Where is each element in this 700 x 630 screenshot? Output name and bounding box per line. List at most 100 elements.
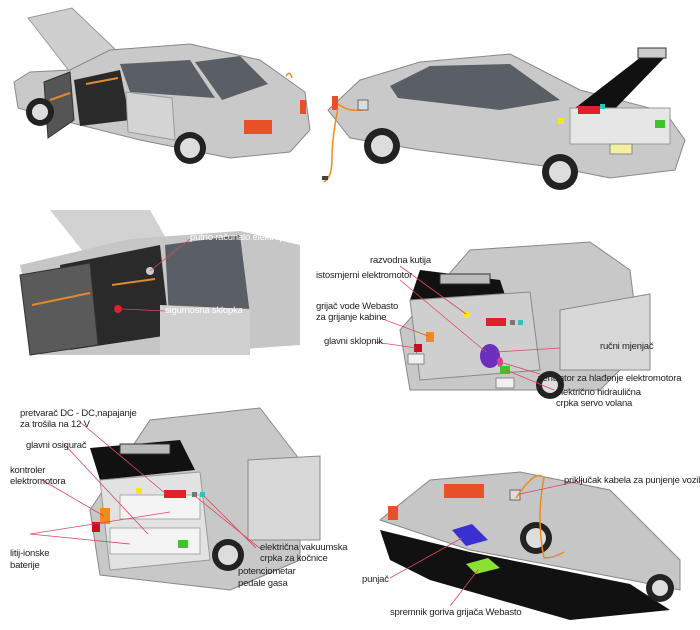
underbody-illustration	[378, 471, 681, 620]
headlight	[407, 353, 425, 365]
label-hydraulic-pump-2: crpka servo volana	[556, 398, 633, 409]
charger	[452, 524, 488, 546]
rear-compartment-illustration	[29, 407, 321, 591]
charging-port	[357, 99, 369, 111]
leader-line	[505, 369, 555, 391]
underbody	[380, 530, 670, 620]
label-webasto-fuel-tank: spremnik goriva grijača Webasto	[390, 607, 522, 618]
hood-grille	[439, 273, 491, 285]
leader-line	[449, 569, 479, 607]
webasto-fuel-tank	[466, 558, 500, 574]
rear-window	[195, 56, 268, 100]
panel-overview-charging	[320, 0, 700, 200]
label-lithium-batteries-2: baterije	[10, 560, 40, 571]
engine-bay	[409, 291, 541, 381]
dcdc-converter	[578, 106, 600, 114]
label-manual-gearbox: ručni mjenjač	[600, 341, 654, 352]
raised-hood	[570, 50, 666, 114]
cabin-interior	[74, 70, 130, 126]
label-motor-controller: kontroler	[10, 465, 46, 476]
label-throttle-potentiometer: potenciometar	[238, 566, 296, 577]
label-dcdc-converter-2: za trošila na 12 V	[20, 419, 90, 430]
panel-underbody: priključak kabela za punjenje vozila pun…	[362, 460, 700, 630]
tail-light	[332, 96, 338, 110]
label-dcdc-converter: pretvarač DC - DC,napajanje	[20, 408, 137, 419]
hydraulic-pump	[500, 366, 510, 374]
charging-plug	[322, 176, 328, 180]
leader-line	[41, 479, 105, 517]
label-main-fuse: glavni osigurač	[26, 440, 87, 451]
leader-line	[79, 421, 167, 495]
lithium-battery-upper	[119, 494, 201, 520]
leader-line	[121, 308, 166, 312]
main-contactor	[414, 344, 422, 352]
panel-interior-detail: putno računalo elektropogona sigurnosna …	[0, 205, 310, 370]
hood-grille	[119, 443, 171, 455]
door-panel	[160, 305, 250, 355]
battery-compartment	[99, 471, 211, 571]
leader-line	[203, 495, 257, 549]
dc-motor	[480, 344, 500, 368]
vacuum-pump	[178, 540, 188, 548]
leader-line	[29, 511, 171, 535]
panel-rear-compartment: pretvarač DC - DC,napajanje za trošila n…	[0, 400, 360, 600]
label-dc-motor: istosmjerni elektromotor	[316, 270, 413, 281]
side-windows	[390, 64, 560, 110]
label-motor-cooling-fan: ventilator za hlađenje elektromotora	[538, 373, 682, 384]
open-front-door	[247, 455, 321, 541]
dcdc-converter	[486, 318, 506, 326]
dash-trim	[111, 278, 156, 286]
label-hydraulic-pump: električno hidraulična	[556, 387, 641, 398]
leader-line	[374, 341, 417, 349]
label-main-contactor: glavni sklopnik	[324, 336, 383, 347]
front-compartment-illustration	[374, 241, 651, 399]
leader-line	[149, 238, 191, 272]
charging-cable	[515, 474, 565, 559]
leader-line	[29, 533, 131, 545]
label-motor-controller-2: elektromotora	[10, 476, 66, 487]
label-webasto-heater-2: za grijanje kabine	[316, 312, 387, 323]
label-junction-box: razvodna kutija	[370, 255, 431, 266]
charger-module	[655, 120, 665, 128]
leader-line	[389, 537, 463, 579]
open-front-door	[19, 262, 99, 356]
webasto-heater	[426, 332, 434, 342]
leader-line	[495, 347, 561, 353]
main-fuse	[92, 522, 100, 532]
label-drive-computer: putno računalo elektropogona	[190, 232, 311, 243]
label-throttle-potentiometer-2: pedale gasa	[238, 578, 288, 589]
junction-box	[463, 312, 469, 318]
leader-line	[399, 279, 487, 353]
car-illustration-open-doors	[13, 7, 311, 164]
label-safety-switch: sigurnosna sklopka	[165, 305, 243, 316]
leader-line	[379, 317, 429, 337]
hood-grille	[637, 47, 667, 59]
panel-front-compartment: razvodna kutija istosmjerni elektromotor…	[300, 230, 700, 409]
door-trim	[49, 92, 71, 101]
headlight	[609, 143, 633, 155]
leader-line	[399, 265, 467, 315]
leader-line	[194, 495, 263, 551]
junction-box	[558, 118, 564, 124]
tail-light	[244, 120, 272, 134]
open-front-door	[559, 293, 651, 371]
leader-line	[519, 479, 585, 495]
label-charger: punjač	[362, 574, 389, 585]
charging-cable	[285, 72, 293, 79]
safety-switch	[114, 305, 122, 313]
leader-line	[499, 361, 541, 375]
tail-light	[444, 484, 484, 498]
dash-trim	[85, 77, 119, 85]
door-trim	[31, 292, 91, 306]
motor-controller	[100, 508, 110, 524]
label-vacuum-pump-2: crpka za kočnice	[260, 553, 328, 564]
open-rear-door	[125, 91, 176, 141]
label-lithium-batteries: litij-ionske	[10, 548, 50, 559]
side-windows	[120, 60, 215, 98]
car-illustration-charging	[322, 47, 686, 190]
charging-port	[509, 489, 521, 501]
car-interior-illustration	[19, 210, 300, 356]
label-charging-cable-connector: priključak kabela za punjenje vozila	[564, 475, 700, 486]
junction-box	[136, 488, 142, 494]
label-webasto-heater: grijač vode Webasto	[316, 301, 399, 312]
